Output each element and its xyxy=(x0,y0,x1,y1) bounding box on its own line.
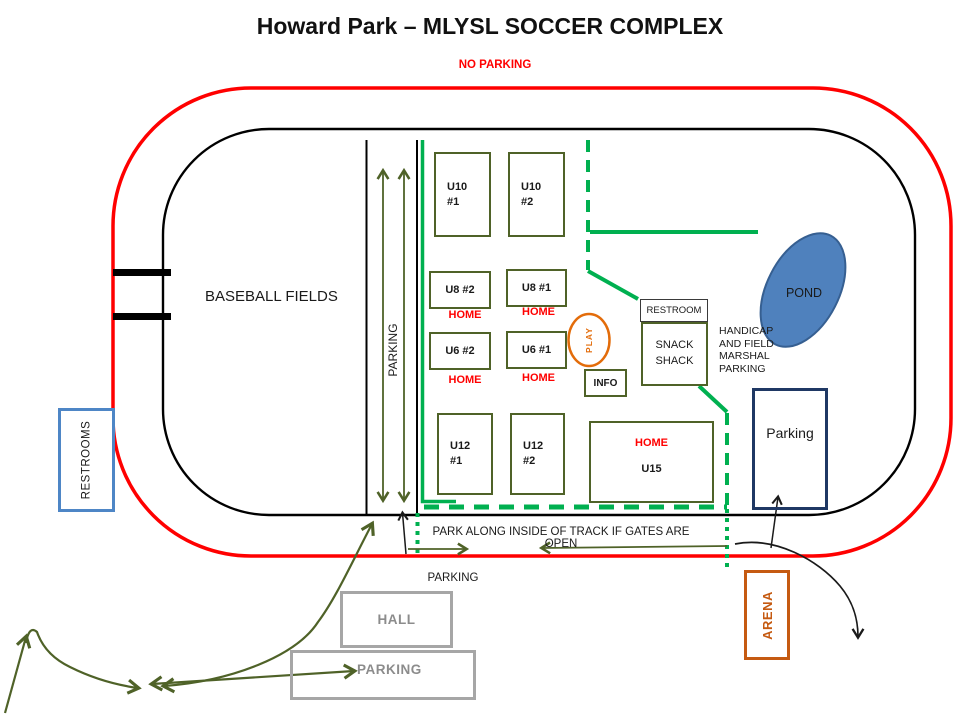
home-label-u6-1: HOME xyxy=(522,372,555,384)
street-parking-label: PARKING xyxy=(427,572,479,584)
route-hook-arrow xyxy=(24,628,142,695)
restrooms-building: RESTROOMS xyxy=(58,408,115,512)
field-u10-2: U10 #2 xyxy=(508,152,565,237)
hall-building: HALL xyxy=(340,591,453,648)
park-along-arrow-left xyxy=(538,541,728,555)
inner-track-loop xyxy=(161,127,917,517)
parking-entry-arrow xyxy=(770,494,783,549)
handicap-parking-area: Parking xyxy=(752,388,828,510)
hall-parking-lot: PARKING xyxy=(290,650,476,700)
field-u15-label: U15 xyxy=(641,462,662,475)
route-arrow-to-parking-lot xyxy=(148,663,358,692)
arena-building: ARENA xyxy=(744,570,790,660)
field-u12-2: U12 #2 xyxy=(510,413,565,495)
handicap-parking-area-label: Parking xyxy=(766,425,814,441)
walkway-diagonal-to-restroom xyxy=(587,269,639,301)
home-label-u8-1: HOME xyxy=(522,306,555,318)
exit-curve-arrow xyxy=(734,541,865,640)
home-label-u6-2: HOME xyxy=(448,374,482,386)
field-u8-2: U8 #2 xyxy=(429,271,491,309)
arena-label: ARENA xyxy=(759,590,775,640)
baseball-fields-label: BASEBALL FIELDS xyxy=(205,288,338,305)
info-booth: INFO xyxy=(584,369,627,397)
pond-label: POND xyxy=(785,286,823,300)
pond-shape xyxy=(759,232,847,348)
park-along-note: PARK ALONG INSIDE OF TRACK IF GATES ARE … xyxy=(432,526,690,550)
field-u8-1: U8 #1 xyxy=(506,269,567,307)
track-parking-lane-label: PARKING xyxy=(386,323,400,377)
handicap-parking-note: HANDICAP AND FIELD MARSHAL PARKING xyxy=(719,325,774,375)
field-u15: HOME U15 xyxy=(589,421,714,503)
restroom-building: RESTROOM xyxy=(640,299,708,322)
page-title: Howard Park – MLYSL SOCCER COMPLEX xyxy=(256,13,724,39)
restrooms-label: RESTROOMS xyxy=(80,420,93,500)
track-gate-bar-top xyxy=(113,269,171,276)
green-boundary-line xyxy=(420,140,456,504)
track-gate-bar-bottom xyxy=(113,313,171,320)
field-u6-1: U6 #1 xyxy=(506,331,567,369)
home-label-u15: HOME xyxy=(635,437,668,449)
route-arrow-up-left xyxy=(3,633,32,714)
walkway-diagonal-from-snack xyxy=(697,384,729,414)
play-area-circle xyxy=(567,312,611,368)
field-u10-1: U10 #1 xyxy=(434,152,491,237)
outer-track-no-parking-loop xyxy=(111,86,953,558)
play-area-label: PLAY xyxy=(584,327,594,353)
home-label-u8-2: HOME xyxy=(448,309,482,321)
field-u6-2: U6 #2 xyxy=(429,332,491,370)
snack-shack-building: SNACK SHACK xyxy=(641,322,708,386)
no-parking-label: NO PARKING xyxy=(458,59,532,71)
gate-entry-arrow xyxy=(397,510,409,555)
field-u12-1: U12 #1 xyxy=(437,413,493,495)
